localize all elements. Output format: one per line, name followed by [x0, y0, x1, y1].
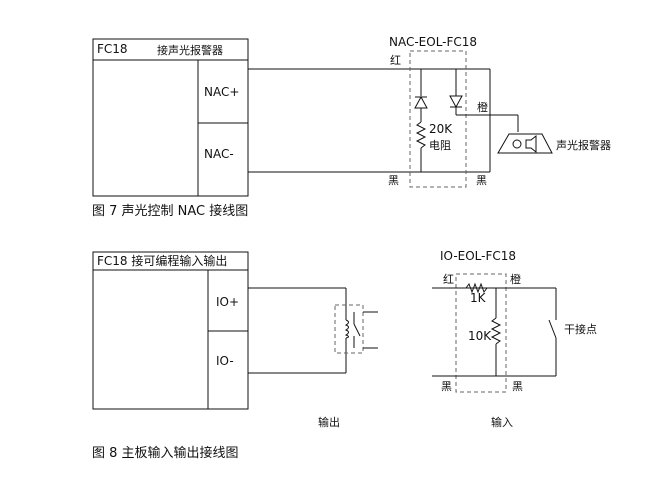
panel-title: FC18	[97, 42, 128, 56]
figure-7-caption: 图 7 声光控制 NAC 接线图	[92, 203, 248, 219]
panel-subtitle: 接声光报警器	[157, 43, 223, 57]
io-eol-module-box	[455, 273, 507, 393]
terminal-io-plus: IO+	[216, 295, 239, 309]
wire-label-orange: 橙	[477, 100, 488, 114]
wire-label-black-right: 黑	[476, 174, 487, 187]
alarm-device-label: 声光报警器	[556, 138, 611, 152]
sounder-strobe-icon	[497, 133, 553, 154]
input-label: 输入	[491, 415, 513, 429]
figure-8: FC18 接可编程输入输出 IO+ IO- 输出 IO-EOL-FC18 1K …	[92, 249, 597, 461]
wire-label-red: 红	[390, 54, 401, 67]
panel-title: FC18 接可编程输入输出	[97, 253, 227, 268]
terminal-nac-minus: NAC-	[204, 147, 234, 161]
wire-label-orange: 橙	[510, 272, 521, 286]
relay-coil-icon	[344, 319, 349, 339]
resistor-icon	[415, 121, 427, 149]
resistor-10k-icon	[490, 317, 502, 345]
output-label: 输出	[318, 415, 340, 429]
diode2-icon	[449, 95, 463, 109]
relay-contact-switch	[353, 323, 361, 337]
relay-box	[334, 304, 364, 354]
wire-label-black-left: 黑	[441, 380, 452, 393]
wire-label-red: 红	[443, 273, 454, 286]
resistor-1k-label: 1K	[470, 291, 487, 305]
resistor-1k-icon	[465, 282, 488, 294]
resistor-10k-label: 10K	[468, 329, 492, 343]
figure-8-caption: 图 8 主板输入输出接线图	[92, 445, 239, 461]
eol-module-box	[409, 50, 467, 188]
dry-contact-label: 干接点	[564, 323, 597, 336]
resistor-name: 电阻	[429, 139, 451, 152]
io-eol-title: IO-EOL-FC18	[440, 249, 516, 263]
wire-label-black-left: 黑	[388, 174, 399, 187]
figure-7: FC18 接声光报警器 NAC+ NAC- NAC-EOL-FC18 红 橙 黑…	[92, 35, 611, 219]
resistor-value: 20K	[429, 122, 453, 136]
eol-title: NAC-EOL-FC18	[389, 35, 477, 49]
diode-icon	[414, 95, 428, 109]
terminal-nac-plus: NAC+	[204, 85, 239, 99]
fc18-panel-box	[92, 38, 249, 197]
wire-label-black-right: 黑	[512, 380, 523, 393]
terminal-io-minus: IO-	[216, 354, 234, 368]
dry-contact-switch-icon	[548, 319, 557, 339]
